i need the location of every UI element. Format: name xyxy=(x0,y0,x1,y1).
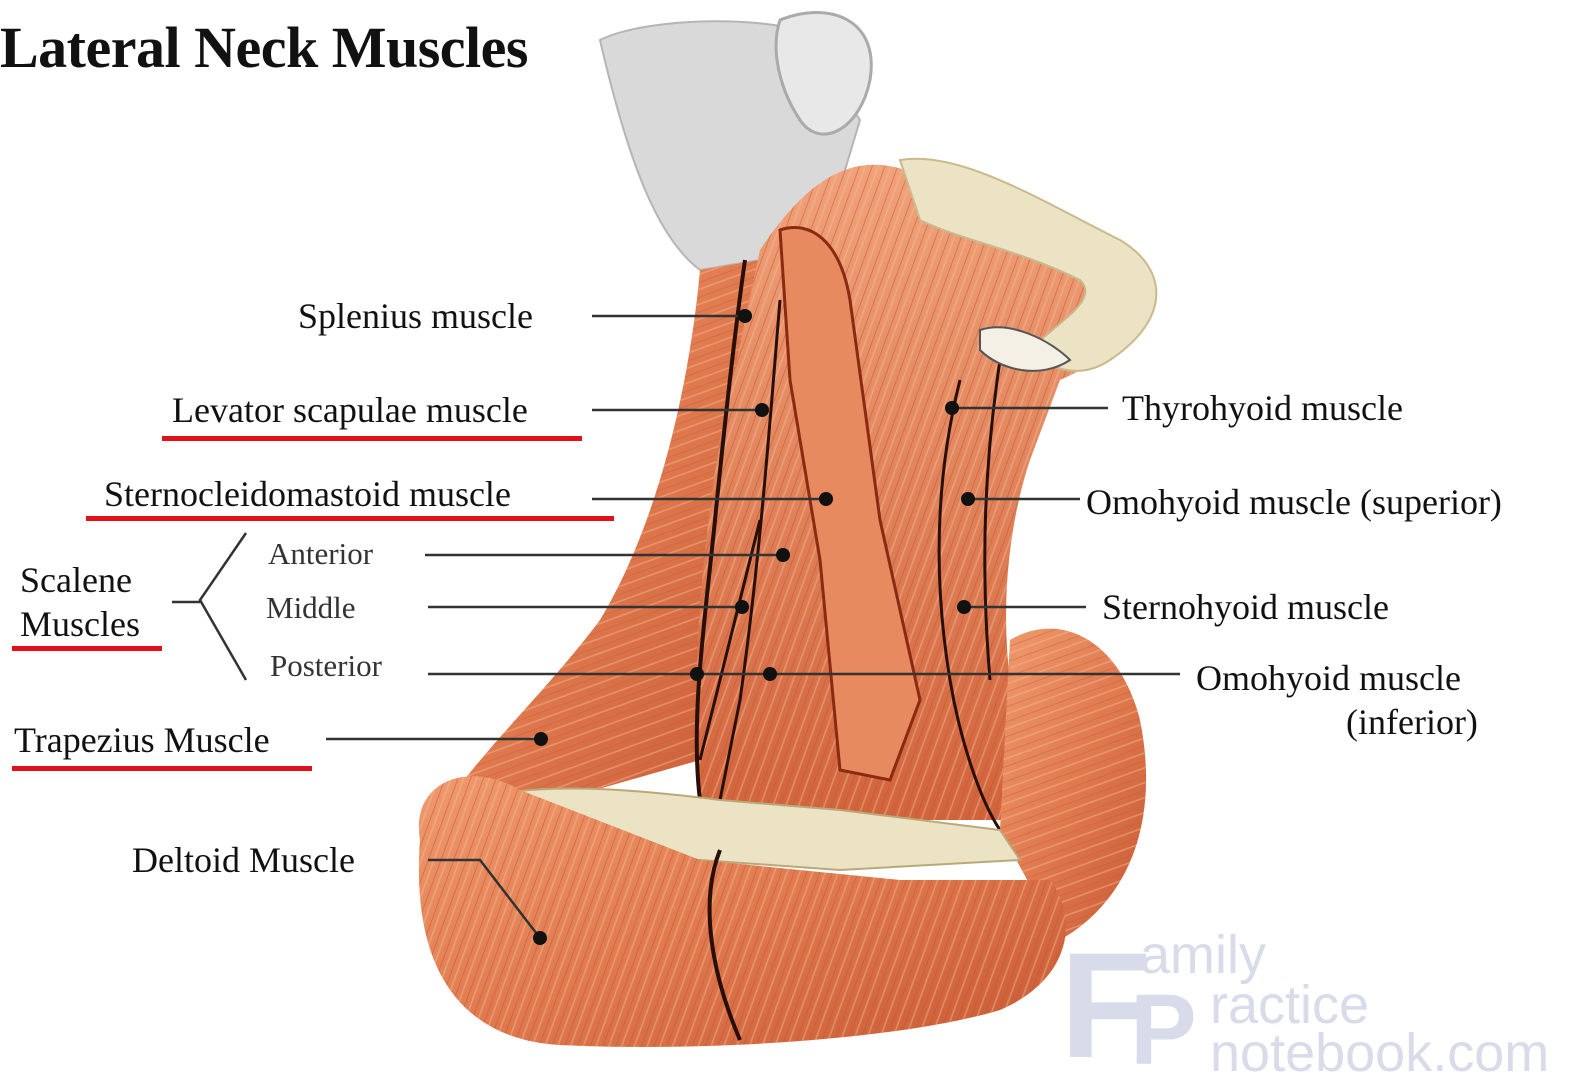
label-sternohyoid: Sternohyoid muscle xyxy=(1102,589,1389,625)
watermark-line3: notebook.com xyxy=(1210,1026,1549,1080)
watermark-logo: F P amily ractice notebook.com xyxy=(1060,920,1578,1052)
watermark-line1: amily xyxy=(1140,928,1266,982)
label-scalene-anterior: Anterior xyxy=(268,538,373,569)
label-splenius: Splenius muscle xyxy=(298,298,533,334)
diagram-title: Lateral Neck Muscles xyxy=(0,14,528,81)
label-scalene-line1: Scalene xyxy=(20,562,132,598)
underline-scalene xyxy=(12,646,162,651)
underline-sternocleidomastoid xyxy=(86,516,614,521)
label-omohyoid-superior: Omohyoid muscle (superior) xyxy=(1086,484,1502,520)
underline-trapezius xyxy=(12,766,312,771)
label-scalene-posterior: Posterior xyxy=(270,650,382,681)
label-deltoid: Deltoid Muscle xyxy=(132,842,355,878)
watermark-letter-p: P xyxy=(1130,980,1197,1080)
label-levator-scapulae: Levator scapulae muscle xyxy=(172,392,528,428)
neck-muscle-diagram: Lateral Neck Muscles Splenius muscle Lev… xyxy=(0,0,1578,1052)
label-sternocleidomastoid: Sternocleidomastoid muscle xyxy=(104,476,511,512)
underline-levator xyxy=(162,436,582,441)
label-trapezius: Trapezius Muscle xyxy=(14,722,270,758)
label-omohyoid-inferior-line1: Omohyoid muscle xyxy=(1196,660,1461,696)
label-scalene-line2: Muscles xyxy=(20,606,140,642)
label-scalene-middle: Middle xyxy=(266,592,356,623)
label-omohyoid-inferior-line2: (inferior) xyxy=(1346,704,1478,740)
anatomy-illustration xyxy=(0,0,1578,1052)
label-thyrohyoid: Thyrohyoid muscle xyxy=(1122,390,1403,426)
